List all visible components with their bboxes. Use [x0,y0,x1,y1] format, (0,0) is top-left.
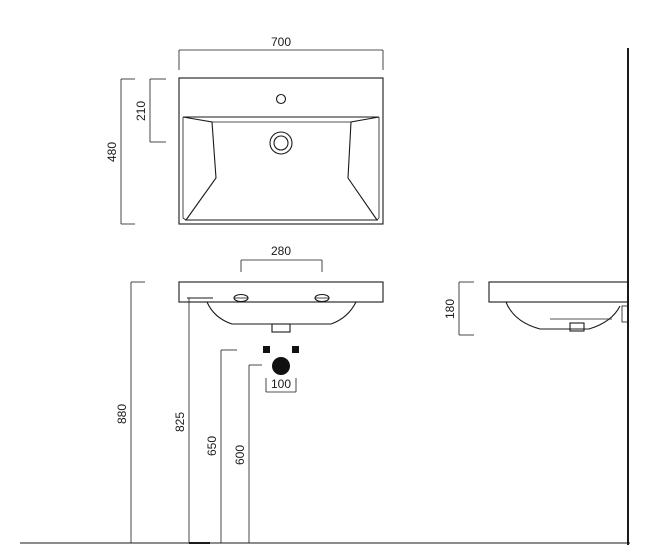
side-view-waste-spigot [569,322,585,332]
top-view-outline [178,77,384,225]
front-view-slab [178,281,384,303]
side-height-label: 180 [443,299,457,319]
tap-depth-label: 210 [134,101,148,121]
side-view: 180 [443,48,629,545]
side-view-slab [488,281,629,303]
front-view-bowl [206,301,357,325]
height-600-label: 600 [233,445,247,465]
waste-spacing-label: 100 [271,377,291,391]
waste-pipe-icon [272,357,290,375]
drain-inner-icon [273,135,289,151]
top-view-right-wall [376,117,380,221]
wall-fixing-left-icon [263,346,270,353]
top-view: 700 480 210 [105,35,384,225]
top-view-bowl-outline [182,116,380,221]
top-view-left-wall [182,117,187,221]
height-880-label: 880 [115,404,129,424]
wall-fixing-right-icon [292,346,299,353]
height-825-label: 825 [173,412,187,432]
front-view: 280 100 880 825 650 [20,244,630,544]
drain-outer-icon [269,131,293,155]
tap-hole-icon [275,93,287,105]
height-650-label: 650 [205,436,219,456]
side-view-bracket [621,305,629,323]
tap-spacing-label: 280 [271,244,291,258]
front-view-waste-spigot [271,323,291,333]
top-width-label: 700 [271,35,291,49]
side-view-bowl [505,301,621,330]
top-depth-label: 480 [105,142,119,162]
